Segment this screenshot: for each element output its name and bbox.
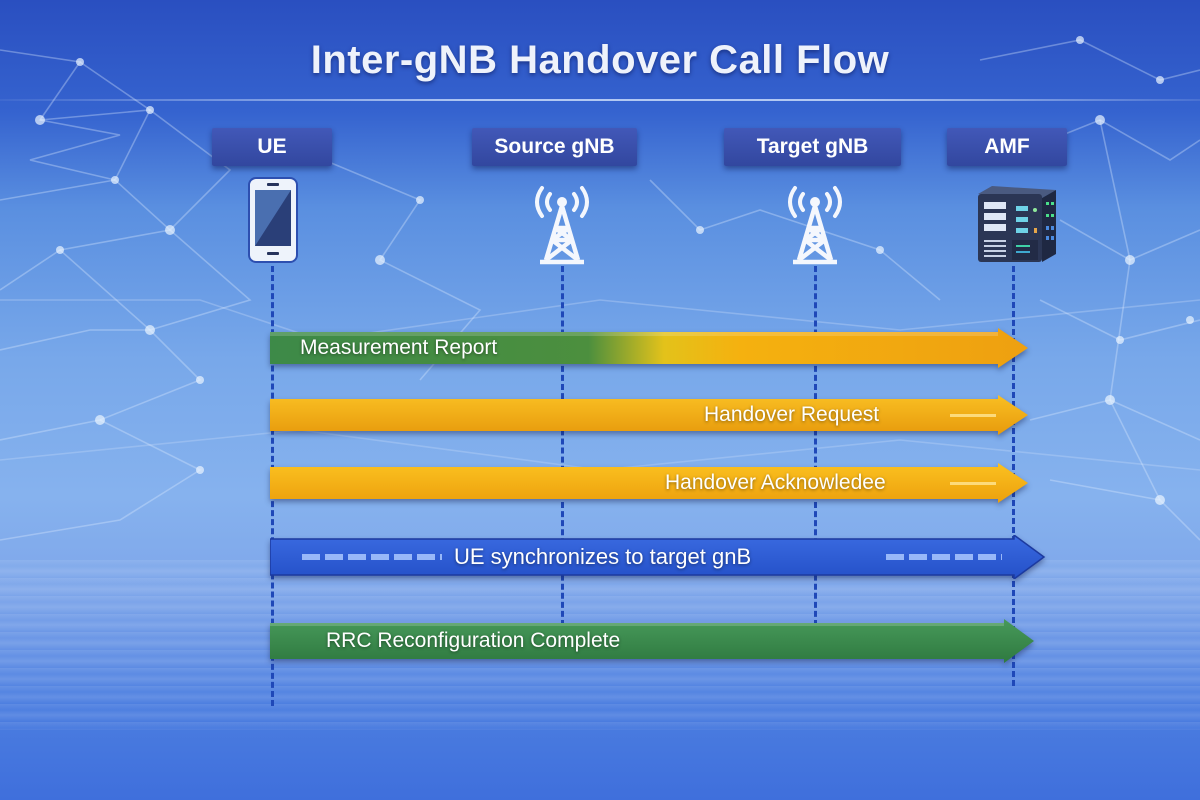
message-arrow-rrc-reconfiguration-complete: RRC Reconfiguration Complete — [270, 619, 1036, 663]
diagram-title: Inter-gNB Handover Call Flow — [310, 38, 890, 82]
lifeline-target-gnb — [814, 266, 817, 626]
actor-label-target-gnb: Target gNB — [724, 128, 901, 166]
dashed-decoration — [302, 554, 442, 560]
actor-label-source-gnb: Source gNB — [472, 128, 637, 166]
lifeline-source-gnb — [561, 266, 564, 626]
message-label: RRC Reconfiguration Complete — [326, 629, 621, 652]
message-arrow-handover-request: Handover Request — [270, 395, 1030, 435]
message-arrow-measurement-report: Measurement Report — [270, 328, 1030, 368]
smartphone-icon — [248, 177, 298, 263]
cell-tower-icon — [788, 186, 842, 265]
actor-label-amf: AMF — [947, 128, 1067, 166]
dashed-decoration — [886, 554, 1002, 560]
arrow-right-icon — [270, 535, 1046, 579]
arrow-right-icon — [270, 463, 1028, 503]
message-label: Handover Request — [704, 403, 880, 426]
message-arrow-handover-acknowledge: Handover Acknowledee — [270, 463, 1030, 503]
actor-label-ue: UE — [212, 128, 332, 166]
arrow-right-icon — [270, 328, 1028, 368]
arrow-right-icon — [270, 619, 1034, 663]
message-arrow-ue-synchronizes: UE synchronizes to target gnB — [270, 535, 1046, 579]
server-icon — [978, 186, 1056, 262]
message-label: Handover Acknowledee — [665, 471, 886, 494]
cell-tower-icon — [535, 186, 589, 265]
arrow-right-icon — [270, 395, 1028, 435]
message-label: UE synchronizes to target gnB — [454, 544, 752, 569]
message-label: Measurement Report — [300, 336, 498, 359]
title-divider — [0, 99, 1200, 101]
